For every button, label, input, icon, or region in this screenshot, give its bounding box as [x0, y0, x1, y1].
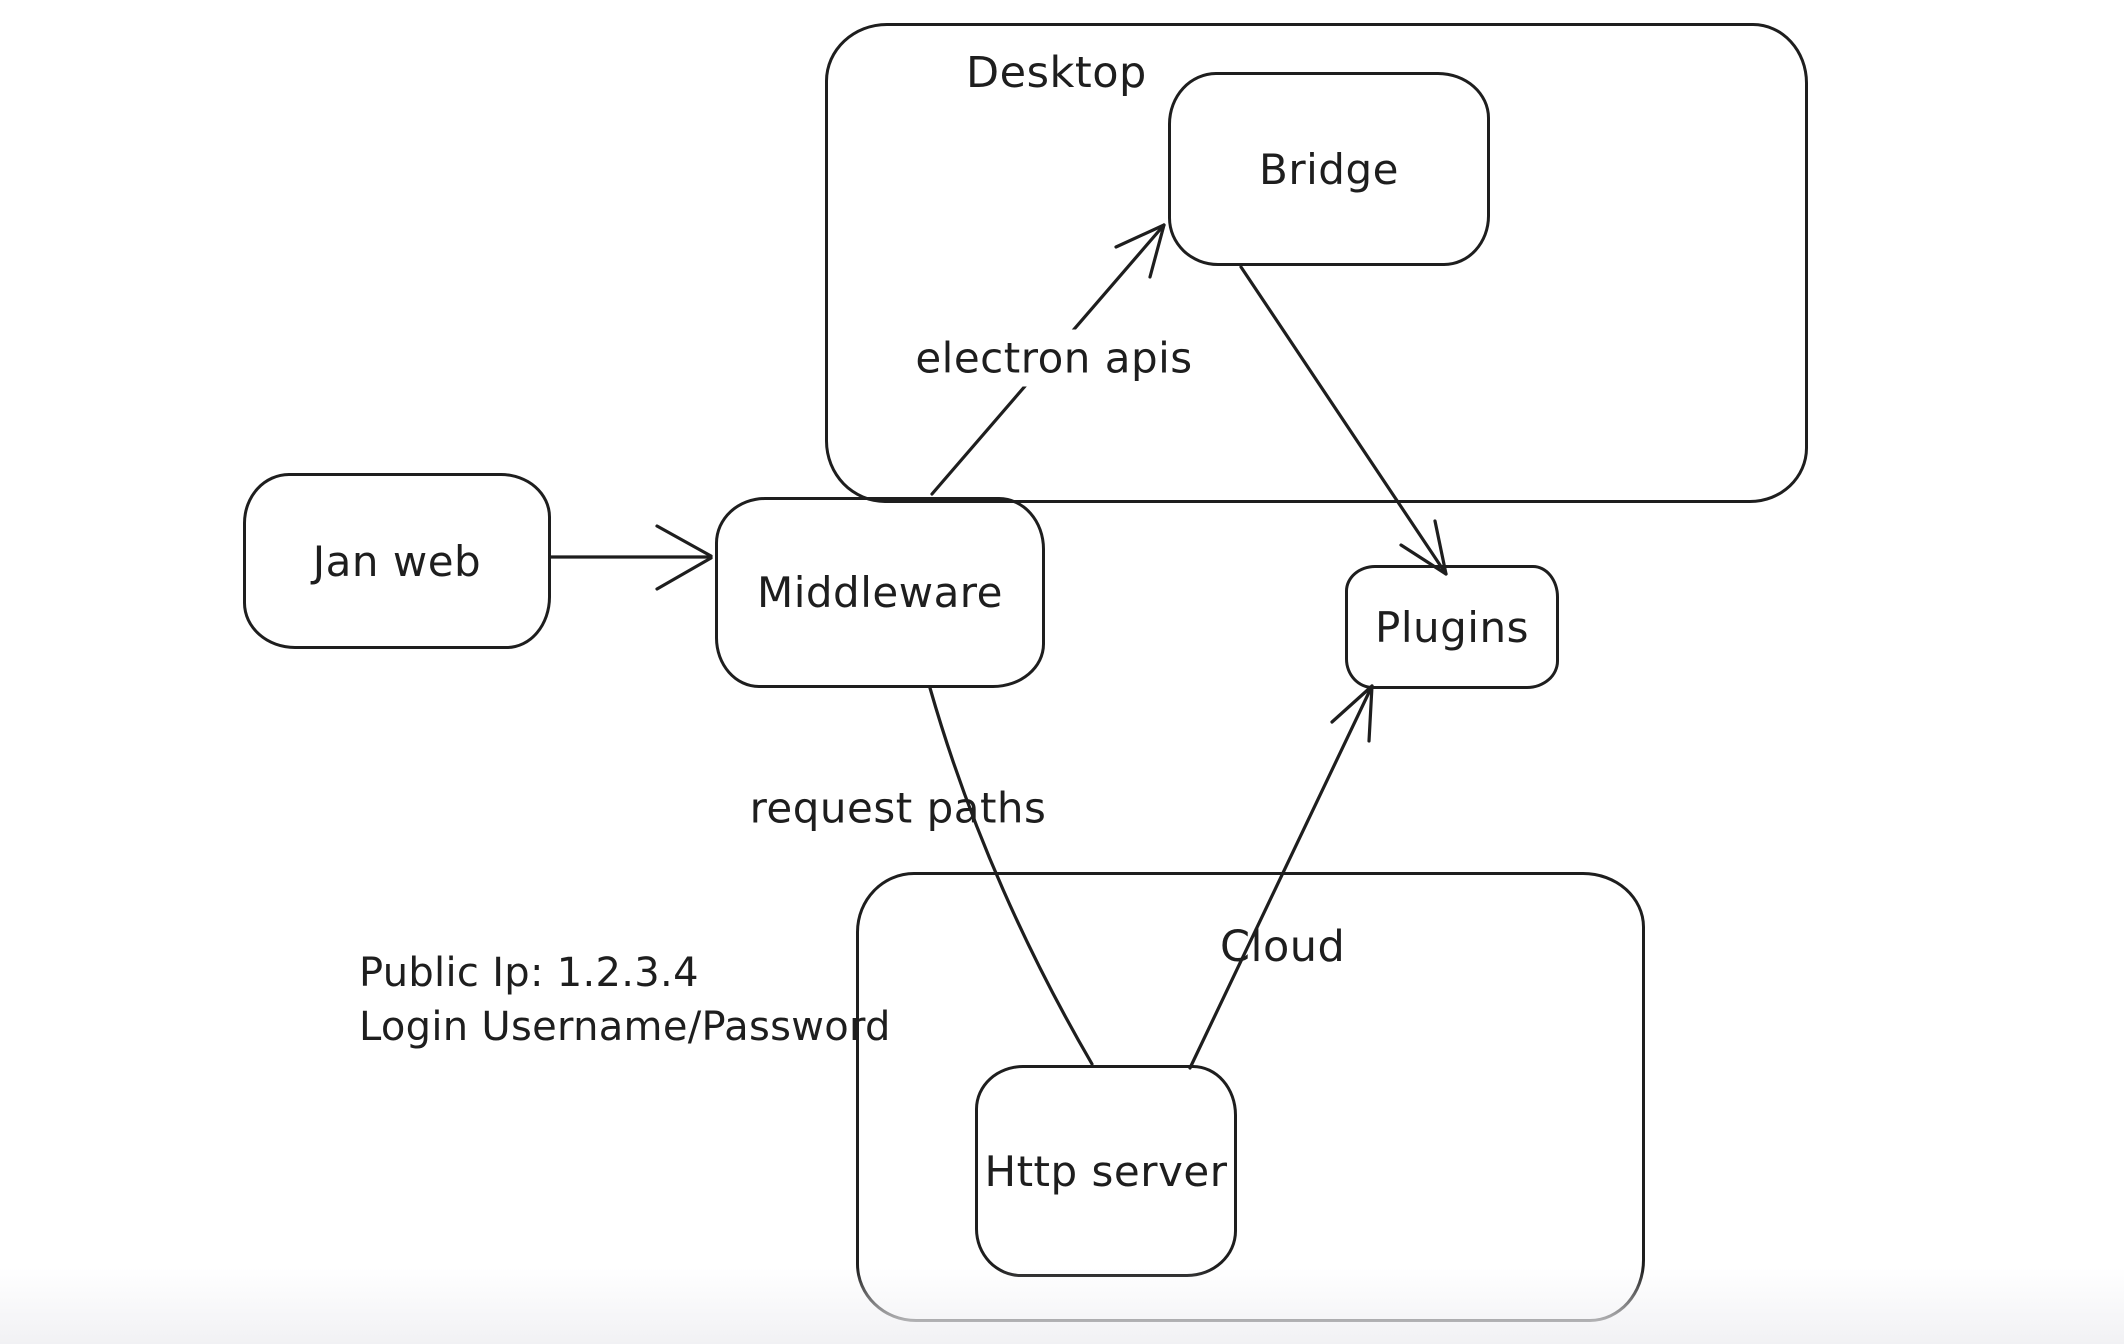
edge-shaft — [928, 686, 1094, 1066]
desktop-container[interactable] — [825, 23, 1808, 503]
edge-httpserver-to-plugins[interactable] — [1188, 684, 1374, 1070]
jan-web-label: Jan web — [312, 536, 482, 586]
node-bridge[interactable]: Bridge — [1168, 72, 1490, 266]
edge-label-request-paths[interactable]: request paths — [749, 783, 1047, 833]
cloud-container-label[interactable]: Cloud — [1220, 922, 1346, 972]
middleware-label: Middleware — [756, 568, 1003, 617]
node-middleware[interactable]: Middleware — [715, 497, 1045, 688]
node-jan-web[interactable]: Jan web — [243, 473, 551, 649]
bridge-label: Bridge — [1259, 144, 1399, 194]
annotation-text[interactable]: Public Ip: 1.2.3.4 Login Username/Passwo… — [359, 946, 891, 1054]
http-server-label: Http server — [984, 1146, 1228, 1196]
plugins-label: Plugins — [1375, 602, 1529, 652]
annotation-line-1: Public Ip: 1.2.3.4 — [359, 950, 699, 996]
arrowhead — [655, 524, 713, 591]
edge-label-electron-apis[interactable]: electron apis — [905, 329, 1203, 387]
arrowhead — [1330, 684, 1374, 743]
edge-shaft — [1239, 265, 1448, 576]
node-plugins[interactable]: Plugins — [1345, 565, 1559, 689]
edge-shaft — [1188, 684, 1374, 1070]
annotation-line-2: Login Username/Password — [359, 1004, 891, 1050]
desktop-container-label[interactable]: Desktop — [966, 48, 1147, 98]
node-http-server[interactable]: Http server — [975, 1065, 1237, 1277]
arrowhead — [1114, 223, 1166, 279]
edge-janweb-to-middleware[interactable] — [549, 524, 713, 591]
edge-middleware-to-httpserver[interactable] — [928, 686, 1094, 1066]
